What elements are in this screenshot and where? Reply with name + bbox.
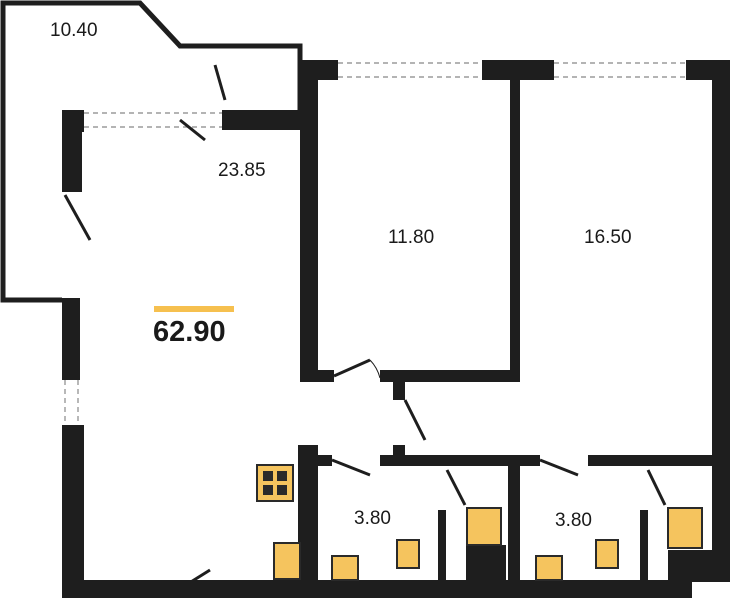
windows — [64, 62, 686, 425]
bathroom-1-area: 3.80 — [354, 508, 391, 529]
fixtures — [256, 464, 703, 581]
kitchen-living-area: 23.85 — [218, 160, 266, 181]
bedroom-2-area: 16.50 — [584, 227, 632, 248]
toilet-icon — [396, 539, 420, 569]
shower-icon — [466, 507, 502, 546]
sink-icon — [535, 555, 563, 581]
stove-icon — [256, 464, 294, 502]
shower-icon — [667, 507, 703, 549]
bathroom-2-area: 3.80 — [555, 510, 592, 531]
total-area: 62.90 — [153, 316, 226, 348]
toilet-icon — [595, 539, 619, 569]
kitchen-sink-icon — [273, 542, 301, 580]
sink-icon — [331, 555, 359, 581]
total-accent-bar — [154, 306, 234, 312]
walls — [62, 60, 730, 598]
balcony-outline — [0, 0, 303, 303]
bedroom-1-area: 11.80 — [388, 227, 435, 248]
doors — [63, 64, 667, 592]
balcony-area: 10.40 — [50, 20, 98, 41]
